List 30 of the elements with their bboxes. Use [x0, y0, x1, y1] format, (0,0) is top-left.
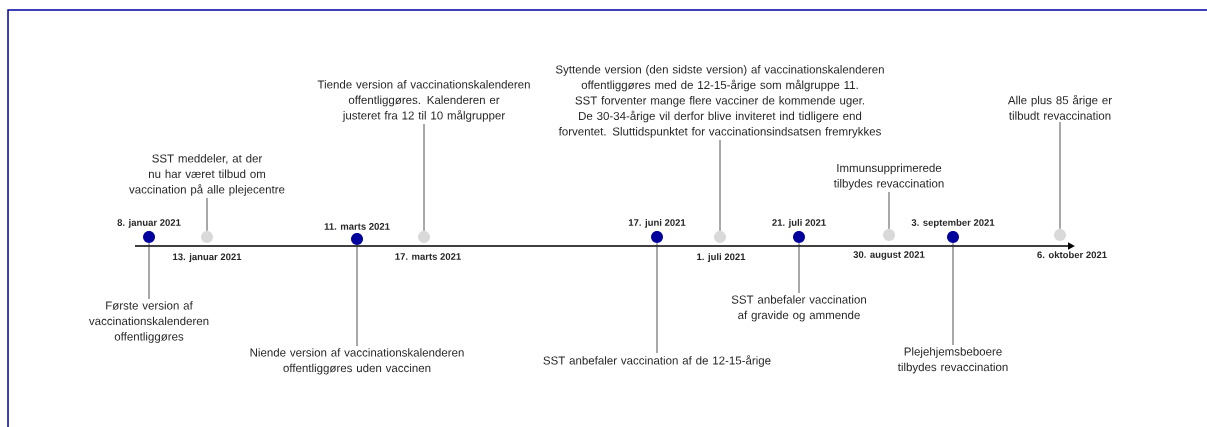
event-text: SST anbefaler vaccination af gravide og ammende — [731, 295, 866, 322]
leader-line — [148, 242, 150, 300]
leader-line — [1059, 121, 1061, 230]
event-text: Tiende version af vaccinationskalenderen offentliggøres. Kalenderen er justeret fra 12 til 10 målgrupper — [317, 80, 530, 122]
leader-line — [719, 139, 721, 232]
leader-line — [423, 123, 425, 232]
date-label: 6. oktober 2021 — [1037, 251, 1107, 259]
leader-line — [356, 244, 358, 347]
leader-line — [888, 191, 890, 230]
event-text: Immunsupprimerede tilbydes revaccination — [833, 163, 944, 190]
event-text: Syttende version (den sidste version) af vaccinationskalenderen offentliggøres med de 12-15-årige som målgruppe 11. SST forventer mange flere vacciner de kommende uger. De 30-34-årige vil derfor blive inviteret ind tidligere end forventet. Sluttidspunktet for vaccinationsindsatsen fremrykkes — [555, 65, 884, 138]
leader-line — [656, 242, 658, 354]
date-label: 17. juni 2021 — [628, 218, 686, 228]
date-label: 17. marts 2021 — [395, 253, 461, 260]
date-label: 8. januar 2021 — [117, 218, 181, 228]
leader-line — [206, 197, 208, 232]
date-label: 30. august 2021 — [853, 251, 925, 260]
event-text: Første version af vaccinationskalenderen offentliggøres — [88, 301, 209, 343]
event-text: SST anbefaler vaccination af de 12-15-årige — [543, 355, 771, 367]
date-label: 3. september 2021 — [911, 218, 995, 228]
event-text: Alle plus 85 årige er tilbudt revaccination — [1007, 94, 1112, 120]
date-label: 21. juli 2021 — [772, 218, 826, 228]
date-label: 13. januar 2021 — [173, 253, 242, 263]
leader-line — [952, 242, 954, 346]
event-text: SST meddeler, at der nu har været tilbud om vaccination på alle plejecentre — [129, 154, 285, 196]
event-text: Plejehjemsbeboere tilbydes revaccination — [897, 347, 1008, 374]
date-label: 11. marts 2021 — [324, 223, 390, 230]
date-label: 1. juli 2021 — [697, 253, 746, 263]
leader-line — [798, 242, 800, 294]
event-text: Niende version af vaccinationskalenderen offentliggøres uden vaccinen — [250, 348, 464, 375]
